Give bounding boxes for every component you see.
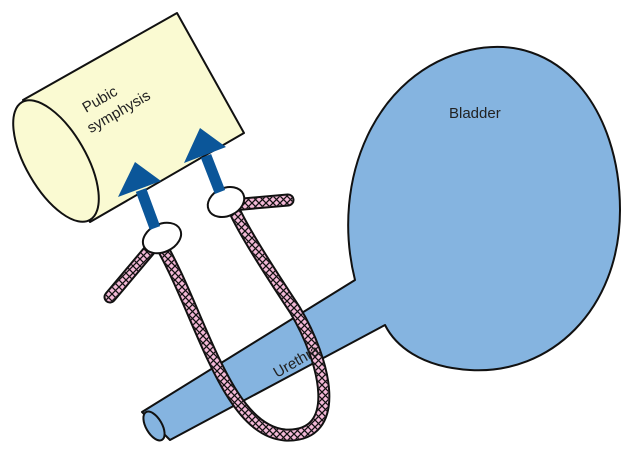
bladder-label: Bladder xyxy=(449,105,501,122)
